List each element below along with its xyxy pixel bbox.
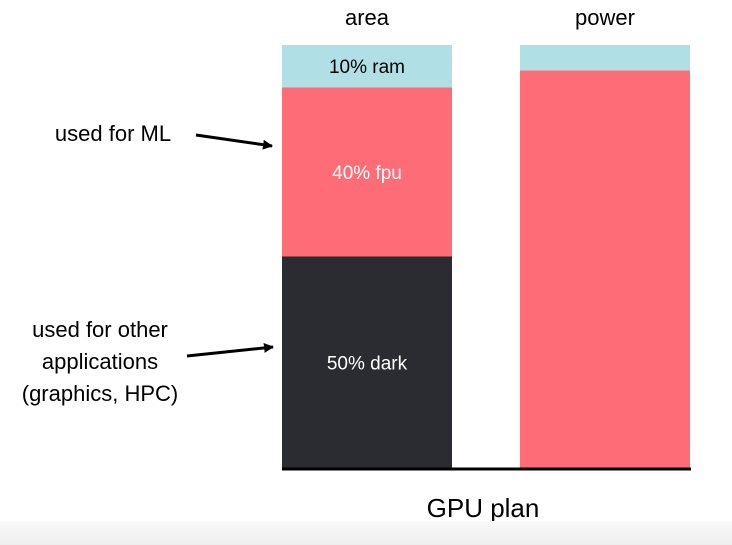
segment-label-area-fpu: 40% fpu bbox=[332, 163, 402, 184]
segment-label-area-ram: 10% ram bbox=[329, 57, 405, 78]
x-axis-label: GPU plan bbox=[427, 493, 540, 523]
category-label-power: power bbox=[575, 5, 635, 30]
bar-segment-area-fpu bbox=[282, 87, 452, 257]
bar-segment-power-ram bbox=[520, 45, 690, 71]
annotation-text-1: used for ML bbox=[55, 121, 171, 146]
bottom-edge-shade bbox=[0, 521, 732, 545]
category-label-area: area bbox=[345, 5, 390, 30]
annotation-arrow-2 bbox=[186, 342, 274, 358]
segment-label-area-dark: 50% dark bbox=[327, 353, 408, 374]
annotation-arrow-1 bbox=[195, 133, 273, 150]
bar-segment-area-ram bbox=[282, 45, 452, 88]
bar-segment-area-dark bbox=[282, 256, 452, 468]
bar-segment-power-fpu bbox=[520, 70, 690, 468]
